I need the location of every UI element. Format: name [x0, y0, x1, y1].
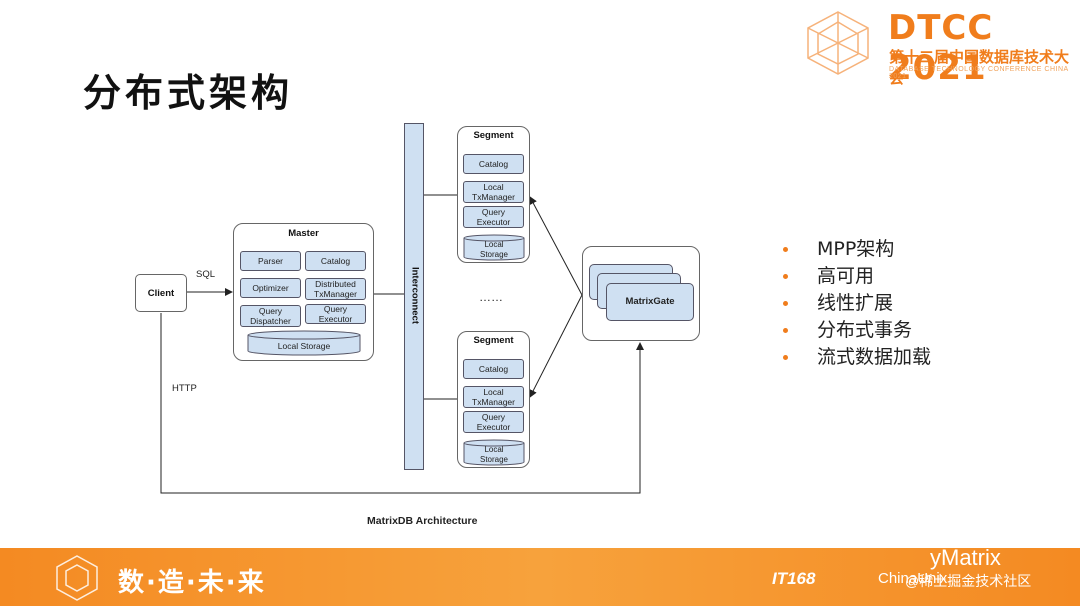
segment-bottom-executor: Query Executor	[463, 411, 524, 433]
master-storage-label: Local Storage	[277, 341, 331, 351]
http-label: HTTP	[172, 383, 197, 394]
http-arrow	[160, 313, 644, 494]
banner-logo-icon	[56, 555, 98, 601]
feature-item: 高可用	[783, 263, 931, 290]
bullet-icon	[783, 301, 788, 306]
sponsor-chinaunix: ChinaUnix	[878, 570, 948, 587]
feature-item: 分布式事务	[783, 317, 931, 344]
segment-top-storage-icon	[463, 234, 525, 261]
watermark-ymatrix: yMatrix	[930, 545, 1001, 570]
segment-top-node: Segment Catalog Local TxManager Query Ex…	[457, 126, 530, 263]
bullet-icon	[783, 328, 788, 333]
segment-bottom-storage-label: Local Storage	[479, 445, 509, 464]
segment-top-title: Segment	[473, 130, 514, 141]
conference-logo-icon	[807, 11, 869, 75]
matrixgate-node: MatrixGate	[582, 246, 700, 341]
logo-name: DTCC 2021	[888, 8, 994, 88]
feature-item: 流式数据加载	[783, 344, 931, 371]
segment-top-catalog: Catalog	[463, 154, 524, 174]
interconnect-label: Interconnect	[409, 266, 421, 324]
client-label: Client	[147, 288, 175, 299]
master-optimizer: Optimizer	[240, 278, 301, 298]
logo-tagline: DATABASE TECHNOLOGY CONFERENCE CHINA 202…	[889, 66, 1069, 80]
bottom-banner	[0, 548, 1080, 606]
bullet-icon	[783, 274, 788, 279]
banner-slogan: 数·造·未·来	[118, 568, 266, 598]
matrixgate-label: MatrixGate	[606, 283, 694, 321]
sql-label: SQL	[196, 269, 216, 280]
bullet-icon	[783, 247, 788, 252]
master-parser: Parser	[240, 251, 301, 271]
segment-top-txmanager: Local TxManager	[463, 181, 524, 203]
logo-subtitle: 第十二届中国数据库技术大会	[889, 48, 1070, 87]
master-distributed-txmanager: Distributed TxManager	[305, 278, 366, 300]
watermark-juejin: @稀土掘金技术社区	[905, 573, 1032, 589]
segment-bottom-storage-icon	[463, 439, 525, 466]
client-node: Client	[135, 274, 187, 312]
master-catalog: Catalog	[305, 251, 366, 271]
segments-ellipsis: ……	[479, 290, 503, 304]
segment-bottom-title: Segment	[473, 335, 514, 346]
segment-top-storage-label: Local Storage	[479, 240, 509, 259]
segment-bottom-catalog: Catalog	[463, 359, 524, 379]
bullet-icon	[783, 355, 788, 360]
interconnect-bus: Interconnect	[404, 123, 424, 470]
gate-segment-top-arrow	[529, 196, 583, 296]
segment-bottom-txmanager: Local TxManager	[463, 386, 524, 408]
master-query-dispatcher: Query Dispatcher	[240, 305, 301, 327]
gate-segment-bottom-arrow	[529, 294, 583, 398]
feature-item: 线性扩展	[783, 290, 931, 317]
slide-title: 分布式架构	[83, 71, 294, 115]
master-query-executor: Query Executor	[305, 304, 366, 324]
diagram-caption: MatrixDB Architecture	[367, 515, 478, 527]
master-storage-icon	[247, 330, 361, 356]
feature-item: MPP架构	[783, 236, 931, 263]
master-title: Master	[288, 228, 319, 239]
feature-list: MPP架构 高可用 线性扩展 分布式事务 流式数据加载	[783, 236, 931, 371]
segment-bottom-node: Segment Catalog Local TxManager Query Ex…	[457, 331, 530, 468]
master-node: Master Parser Catalog Optimizer Distribu…	[233, 223, 374, 361]
segment-top-executor: Query Executor	[463, 206, 524, 228]
sponsor-it168: IT168	[772, 569, 816, 588]
